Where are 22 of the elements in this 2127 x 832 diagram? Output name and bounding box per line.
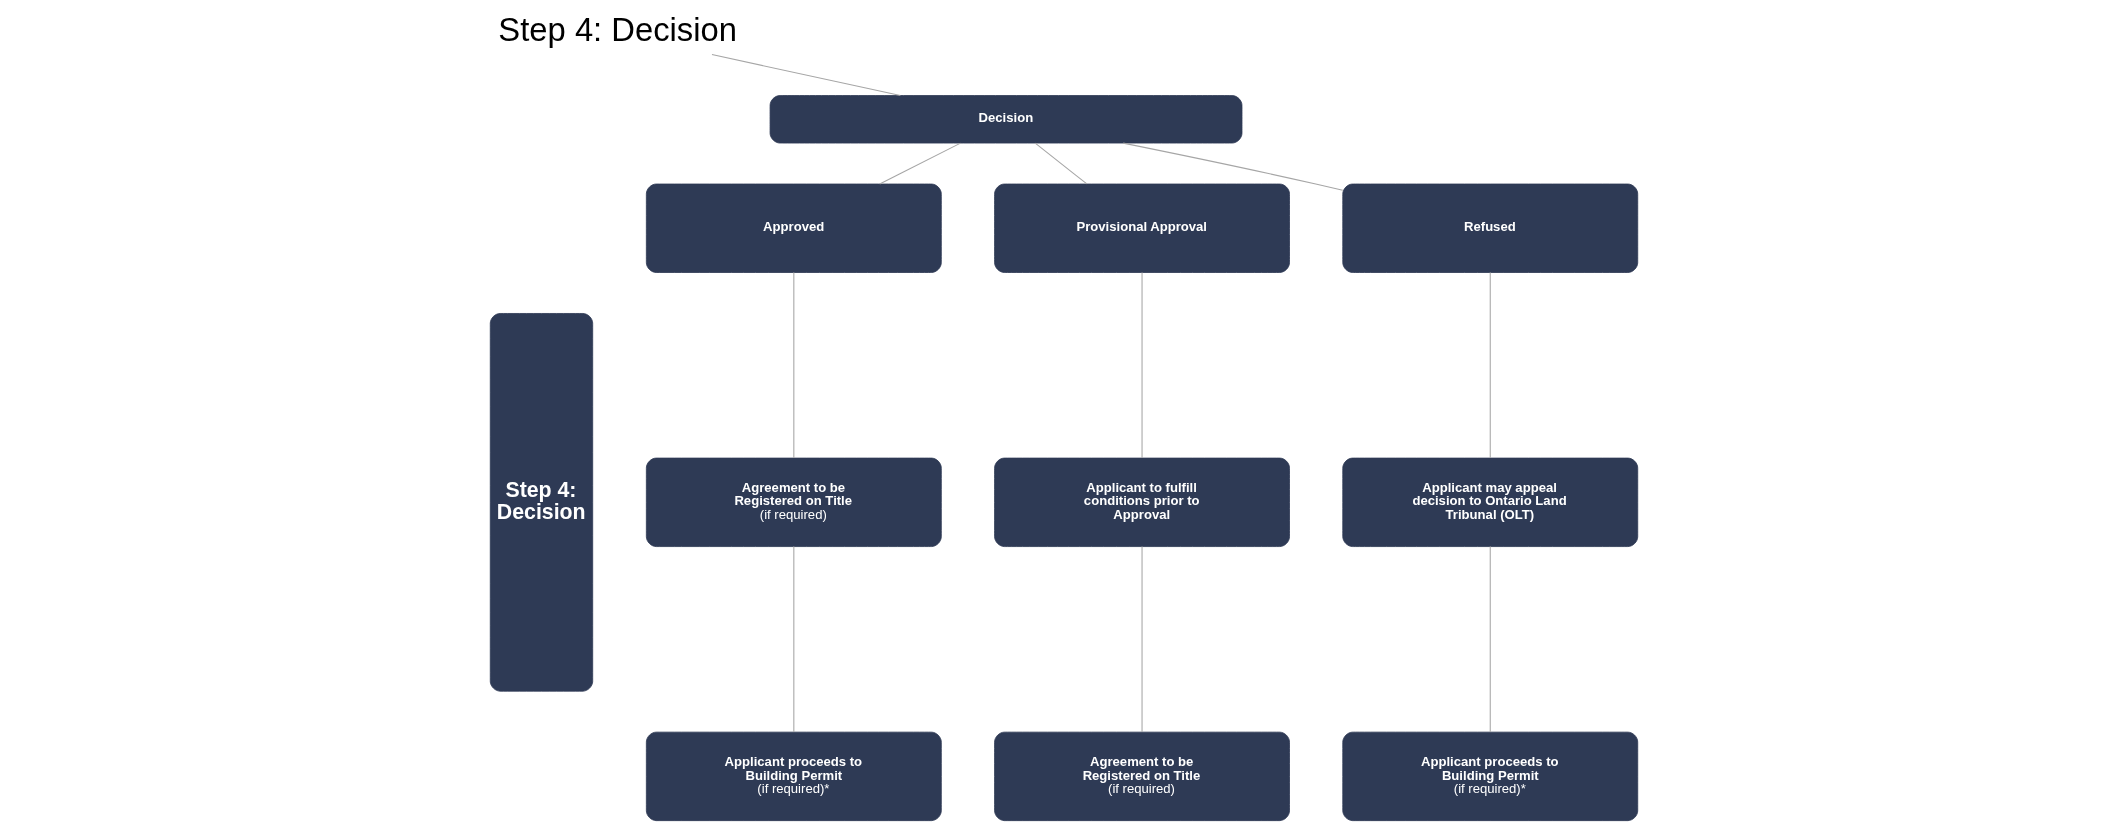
node-box: Provisional Approval	[993, 183, 1290, 273]
connector	[1489, 546, 1491, 733]
node-box: Refused	[1341, 183, 1638, 273]
node-box: Applicant proceeds to Building Permit (if required)*	[645, 731, 942, 822]
node-box: Applicant proceeds to Building Permit (if required)*	[1341, 731, 1638, 822]
connector	[1141, 272, 1143, 459]
connector	[1122, 142, 1343, 191]
node-box: Agreement to be Registered on Title (if required)	[645, 457, 942, 547]
connector	[1489, 272, 1491, 459]
connector	[792, 272, 794, 459]
connector	[1141, 546, 1143, 733]
connector	[878, 142, 961, 185]
node-box: Step 4: Decision	[489, 313, 593, 692]
node-box: Approved	[645, 183, 942, 273]
diagram-title: Step 4: Decision	[497, 10, 737, 48]
node-box: Decision	[769, 95, 1242, 144]
connector	[1034, 142, 1087, 185]
node-box: Applicant may appeal decision to Ontario Land Tribunal (OLT)	[1341, 457, 1638, 547]
node-box: Agreement to be Registered on Title (if required)	[993, 731, 1290, 822]
node-box: Applicant to fulfill conditions prior to Approval	[993, 457, 1290, 547]
connector	[710, 54, 901, 97]
connector	[792, 546, 794, 733]
